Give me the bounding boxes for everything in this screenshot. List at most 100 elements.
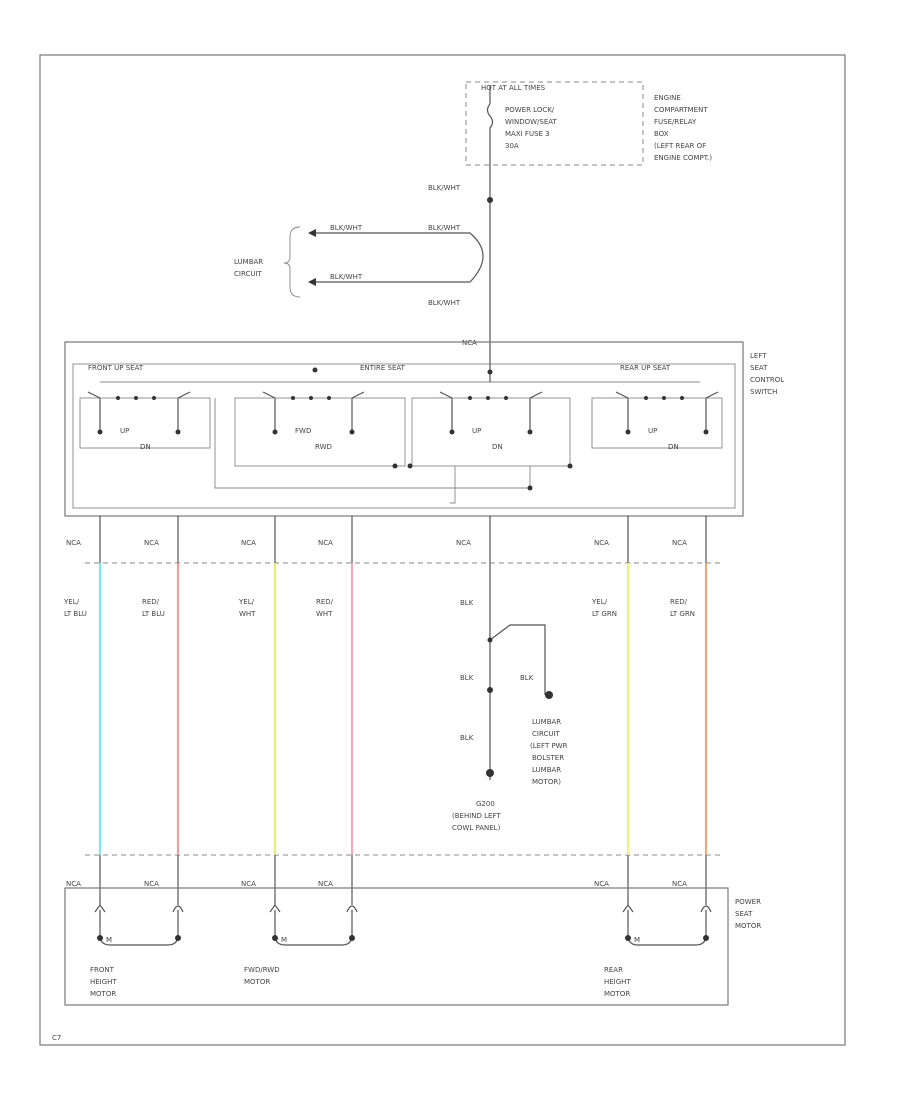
switch-blade bbox=[262, 391, 276, 399]
lumbar-circuit-label-2: CIRCUIT bbox=[234, 270, 263, 278]
switch-contact-dot bbox=[309, 396, 313, 400]
connector-nca-label: NCA bbox=[66, 539, 81, 547]
switch-label-3: CONTROL bbox=[750, 376, 784, 384]
switch-label-4: SWITCH bbox=[750, 388, 777, 396]
lumbar-motor-label-5: LUMBAR bbox=[532, 766, 561, 774]
feed-wire-color-1: BLK/WHT bbox=[428, 184, 461, 192]
lumbar-circuit-branch: LUMBAR CIRCUIT BLK/WHT BLK/WHT BLK/WHT bbox=[234, 224, 484, 298]
motor-label: FRONT bbox=[90, 966, 115, 974]
switch-blade bbox=[177, 391, 191, 399]
engine-fuse-box: HOT AT ALL TIMES POWER LOCK/ WINDOW/SEAT… bbox=[465, 81, 712, 166]
motor-label: HEIGHT bbox=[90, 978, 117, 986]
switch-contact-dot bbox=[175, 429, 181, 435]
wire-color-label: RED/ bbox=[316, 598, 334, 606]
motors: MFRONTHEIGHTMOTORMFWD/RWDMOTORMREARHEIGH… bbox=[90, 903, 712, 998]
engine-box-label-3: FUSE/RELAY bbox=[654, 118, 697, 126]
switch-section-front: FRONT UP SEAT bbox=[88, 364, 144, 372]
motor-nca-label: NCA bbox=[318, 880, 333, 888]
switch-blade bbox=[87, 391, 101, 399]
switch-contacts bbox=[87, 391, 719, 435]
fuse-label-4: 30A bbox=[505, 142, 519, 150]
motor-symbol-label: M bbox=[106, 936, 112, 944]
footer-code: C7 bbox=[52, 1034, 61, 1042]
motor-terminal bbox=[94, 903, 106, 913]
ground-wire-color-2: BLK bbox=[460, 674, 474, 682]
power-seat-motor-box: POWER SEAT MOTOR MFRONTHEIGHTMOTORMFWD/R… bbox=[64, 887, 761, 1006]
motor-dot bbox=[97, 935, 103, 941]
switch-state-bottom: DN bbox=[492, 443, 503, 451]
switch-state-top: UP bbox=[472, 427, 481, 435]
ground-branch: BLK BLK BLK BLK LUMBAR CIRCUIT (LEFT PWR… bbox=[452, 516, 568, 832]
switch-contact-dot bbox=[97, 429, 103, 435]
connector-nca-label: NCA bbox=[241, 539, 256, 547]
motor-dot bbox=[625, 935, 631, 941]
wire-color-label: YEL/ bbox=[63, 598, 80, 606]
motor-label: MOTOR bbox=[90, 990, 116, 998]
lumbar-motor-label-1: LUMBAR bbox=[532, 718, 561, 726]
engine-box-label-2: COMPARTMENT bbox=[654, 106, 708, 114]
lumbar-motor-label-3: (LEFT PWR bbox=[530, 742, 568, 750]
switch-contact-dot bbox=[680, 396, 684, 400]
wire-color-label: LT GRN bbox=[592, 610, 617, 618]
ground-wire-color-1: BLK bbox=[460, 599, 474, 607]
ground-label-3: COWL PANEL) bbox=[452, 824, 501, 832]
motor-dot bbox=[272, 935, 278, 941]
wire-color-label: RED/ bbox=[142, 598, 160, 606]
switch-contact-dot bbox=[486, 396, 490, 400]
switch-label-1: LEFT bbox=[750, 352, 767, 360]
switch-contact-dot bbox=[152, 396, 156, 400]
fuse-label-3: MAXI FUSE 3 bbox=[505, 130, 550, 138]
lumbar-wire-color-2: BLK/WHT bbox=[428, 224, 461, 232]
ground-wire-color-3: BLK bbox=[460, 734, 474, 742]
switch-section-entire: ENTIRE SEAT bbox=[360, 364, 406, 372]
switch-state-top: FWD bbox=[295, 427, 311, 435]
switch-label-2: SEAT bbox=[750, 364, 768, 372]
switch-contact-dot bbox=[272, 429, 278, 435]
connector-nca-label: NCA bbox=[456, 539, 471, 547]
motor-label: MOTOR bbox=[244, 978, 270, 986]
fuse-label-2: WINDOW/SEAT bbox=[505, 118, 558, 126]
motor-label: MOTOR bbox=[604, 990, 630, 998]
motor-terminal bbox=[700, 905, 712, 913]
switch-contact-dot bbox=[662, 396, 666, 400]
switch-state-top: UP bbox=[648, 427, 657, 435]
switch-contact-dot bbox=[625, 429, 631, 435]
switch-contact-dot bbox=[527, 429, 533, 435]
motor-label: REAR bbox=[604, 966, 623, 974]
switch-contact-dot bbox=[644, 396, 648, 400]
fuse-label-1: POWER LOCK/ bbox=[505, 106, 555, 114]
connector-nca-label: NCA bbox=[594, 539, 609, 547]
connector-nca-label: NCA bbox=[144, 539, 159, 547]
lumbar-circuit-label-1: LUMBAR bbox=[234, 258, 263, 266]
wire-color-label: LT BLU bbox=[142, 610, 165, 618]
fuse-symbol bbox=[486, 85, 494, 140]
switch-contact-dot bbox=[327, 396, 331, 400]
motor-terminal bbox=[346, 905, 358, 913]
wire-color-label: YEL/ bbox=[238, 598, 255, 606]
ground-label-1: G200 bbox=[476, 800, 495, 808]
switch-blade bbox=[705, 391, 719, 399]
motor-nca-label: NCA bbox=[672, 880, 687, 888]
switch-contact-dot bbox=[291, 396, 295, 400]
switch-blade bbox=[439, 391, 453, 399]
diagram-frame bbox=[39, 54, 846, 1046]
motor-box-label-3: MOTOR bbox=[735, 922, 761, 930]
switch-blade bbox=[615, 391, 629, 399]
engine-box-label-6: ENGINE COMPT.) bbox=[654, 154, 712, 162]
engine-box-label-5: (LEFT REAR OF bbox=[654, 142, 706, 150]
switch-state-top: UP bbox=[120, 427, 129, 435]
motor-terminal bbox=[269, 903, 281, 913]
switch-contact-dot bbox=[703, 429, 709, 435]
feed-wire-color-2: BLK/WHT bbox=[428, 299, 461, 307]
motor-symbol-label: M bbox=[634, 936, 640, 944]
switch-feed-nca: NCA bbox=[462, 339, 477, 347]
motor-dot bbox=[175, 935, 181, 941]
switch-contact-dot bbox=[449, 429, 455, 435]
wire-color-label: YEL/ bbox=[591, 598, 608, 606]
motor-label: HEIGHT bbox=[604, 978, 631, 986]
switch-contact-dot bbox=[116, 396, 120, 400]
wire-color-label: LT GRN bbox=[670, 610, 695, 618]
